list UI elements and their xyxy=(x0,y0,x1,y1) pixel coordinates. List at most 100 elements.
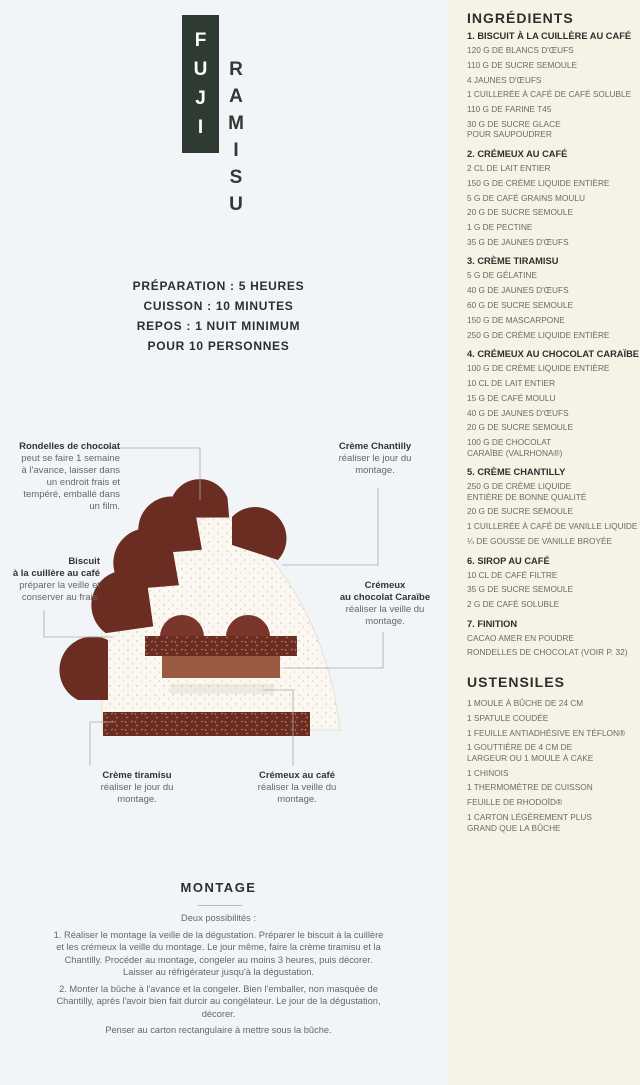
montage-divider xyxy=(198,905,242,906)
montage-text: Deux possibilités : 1. Réaliser le monta… xyxy=(52,912,385,1041)
title-letter: R xyxy=(229,59,243,80)
label-line: à la cuillère au café xyxy=(12,568,100,579)
ingredient-group-title: 2. CRÉMEUX AU CAFÉ xyxy=(467,148,568,159)
leader-rondelles xyxy=(100,447,201,500)
ingredient-item: 60 G DE SUCRE SEMOULE xyxy=(467,300,574,311)
ingredient-item: RONDELLES DE CHOCOLAT (VOIR P. 32) xyxy=(467,647,628,658)
title-letter: F xyxy=(194,30,207,51)
ingredient-group-title: 1. BISCUIT À LA CUILLÈRE AU CAFÉ xyxy=(467,31,632,41)
ingredient-groups: 1. BISCUIT À LA CUILLÈRE AU CAFÉ 120 G DE… xyxy=(467,31,640,658)
ingredient-item: 5 G DE GÉLATINE xyxy=(467,270,537,281)
ingredient-item: 1 CUILLERÉE À CAFÉ DE CAFÉ SOLUBLE xyxy=(467,89,632,100)
label-line: tempéré, emballé dans xyxy=(23,489,120,500)
ingredient-group-title: 4. CRÉMEUX AU CHOCOLAT CARAÏBE xyxy=(467,349,639,360)
label-cafe-title: Crémeux au café xyxy=(258,770,336,781)
ingredient-group: 6. SIROP AU CAFÉ 10 CL DE CAFÉ FILTRE 35 G… xyxy=(467,556,640,610)
ingredient-item: ¼ DE GOUSSE DE VANILLE BROYÉE xyxy=(467,536,613,547)
ingredient-item: 1 CUILLERÉE À CAFÉ DE VANILLE LIQUIDE xyxy=(467,521,638,532)
title-letter: A xyxy=(229,86,243,107)
montage-p3: Penser au carton rectangulaire à mettre … xyxy=(105,1025,332,1035)
ustensile-item: 1 THERMOMÈTRE DE CUISSON xyxy=(467,782,593,793)
ingredient-item: 35 G DE SUCRE SEMOULE xyxy=(467,584,574,595)
label-line: montage. xyxy=(277,794,317,805)
label-line: peut se faire 1 semaine xyxy=(21,453,120,464)
ingredient-item: 110 G DE FARINE T45 xyxy=(467,104,552,115)
label-line: un film. xyxy=(89,501,120,512)
ingredient-item: 150 G DE MASCARPONE xyxy=(467,314,565,325)
ingredient-item: 20 G DE SUCRE SEMOULE xyxy=(467,207,574,218)
label-line: montage. xyxy=(365,616,405,627)
ingredient-item: 250 G DE CRÈME LIQUIDE ENTIÈRE xyxy=(467,329,610,340)
dome-right xyxy=(226,615,270,637)
ingredient-item: 2 G DE CAFÉ SOLUBLE xyxy=(467,599,560,610)
leader-chantilly xyxy=(282,488,379,566)
ingredient-group-title: 3. CRÈME TIRAMISU xyxy=(467,256,559,267)
montage-title: MONTAGE xyxy=(180,880,257,895)
label-line: au chocolat Caraïbe xyxy=(339,592,431,603)
ustensile-item: FEUILLE DE RHODOÏD® xyxy=(467,797,563,808)
montage-intro: Deux possibilités : xyxy=(181,913,256,923)
label-tiramisu-title: Crème tiramisu xyxy=(102,770,172,781)
label-line: réaliser le jour du xyxy=(338,453,412,464)
label-line: conserver au frais. xyxy=(21,592,100,603)
ingredient-item: 4 JAUNES D'ŒUFS xyxy=(467,74,542,85)
label-line: à l'avance, laisser dans xyxy=(21,465,120,476)
montage-p2: 2. Monter la bûche à l'avance et la cong… xyxy=(56,983,381,1019)
bar-cremeux-cafe xyxy=(162,656,280,678)
meta-personnes: POUR 10 PERSONNES xyxy=(147,339,290,353)
disc-6 xyxy=(232,507,287,560)
label-line: réaliser la veille du xyxy=(345,604,425,615)
label-line: un endroit frais et xyxy=(46,477,120,488)
title-letter: M xyxy=(228,113,244,134)
ingredient-item: 35 G DE JAUNES D'ŒUFS xyxy=(467,236,569,247)
ingredient-item: CACAO AMER EN POUDRE xyxy=(467,632,574,643)
ingredient-item: 20 G DE SUCRE SEMOULE xyxy=(467,506,574,517)
label-rondelles: Rondelles de chocolat peut se faire 1 se… xyxy=(12,441,120,513)
ingredient-group-title: 7. FINITION xyxy=(467,618,518,629)
ingredient-item: 20 G DE SUCRE SEMOULE xyxy=(467,422,574,433)
label-line: préparer la veille et xyxy=(19,580,100,591)
ustensile-item: 1 FEUILLE ANTIADHÉSIVE EN TÉFLON® xyxy=(467,727,626,738)
label-chantilly-title: Crème Chantilly xyxy=(338,441,412,452)
montage-p1: 1. Réaliser le montage la veille de la d… xyxy=(53,929,384,978)
ingredient-group: 4. CRÉMEUX AU CHOCOLAT CARAÏBE 100 G DE C… xyxy=(467,349,640,458)
label-line: réaliser le jour du xyxy=(100,782,174,793)
meta-cuisson: CUISSON : 10 MINUTES xyxy=(143,299,294,313)
dome-left xyxy=(160,615,204,637)
ingredient-group: 7. FINITION CACAO AMER EN POUDRE RONDELLES… xyxy=(467,619,640,658)
recipe-meta: PRÉPARATION : 5 HEURES CUISSON : 10 MINU… xyxy=(0,276,437,356)
ingredient-group-title: 5. CRÈME CHANTILLY xyxy=(467,467,566,478)
ingredient-item: 100 G DE CRÈME LIQUIDE ENTIÈRE xyxy=(467,363,610,374)
meta-repos: REPOS : 1 NUIT MINIMUM xyxy=(136,319,301,333)
label-line: montage. xyxy=(355,465,395,476)
label-line: montage. xyxy=(117,794,157,805)
ingredient-item: 150 G DE CRÈME LIQUIDE ENTIÈRE xyxy=(467,177,610,188)
ingredient-item: 120 G DE BLANCS D'ŒUFS xyxy=(467,45,574,55)
title-letter: J xyxy=(195,88,206,109)
ingredients-panel: INGRÉDIENTS 1. BISCUIT À LA CUILLÈRE AU … xyxy=(447,0,640,1085)
ingredient-item: 40 G DE JAUNES D'ŒUFS xyxy=(467,407,569,418)
ingredient-group-title: 6. SIROP AU CAFÉ xyxy=(467,555,550,566)
label-line: Crémeux xyxy=(364,580,406,591)
ingredient-item: 10 CL DE CAFÉ FILTRE xyxy=(467,569,558,580)
disc-1 xyxy=(59,636,108,700)
title-letter: U xyxy=(229,194,243,215)
leader-caraibe xyxy=(283,632,384,669)
